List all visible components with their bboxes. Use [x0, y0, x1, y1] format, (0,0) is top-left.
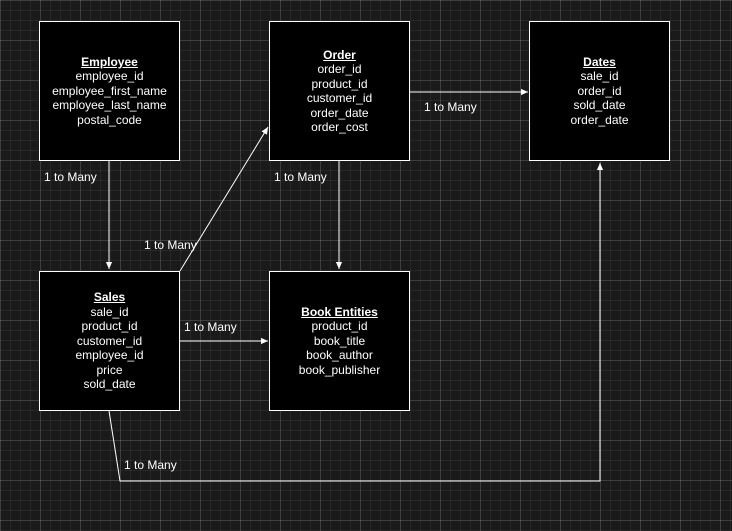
entity-field: postal_code — [77, 112, 142, 127]
entity-field: book_title — [313, 333, 366, 348]
entity-field: employee_last_name — [52, 98, 167, 113]
label-sales-book-entities: 1 to Many — [184, 320, 237, 334]
entity-field: price — [96, 362, 123, 377]
entity-employee-title: Employee — [81, 54, 138, 69]
entity-field: order_cost — [311, 120, 368, 134]
entity-field: sold_date — [83, 377, 136, 392]
entity-dates[interactable]: Dates sale_id order_id sold_date order_d… — [529, 21, 670, 161]
entity-dates-title: Dates — [583, 54, 616, 69]
entity-book-entities[interactable]: Book Entities product_id book_title book… — [269, 271, 410, 411]
entity-field: order_date — [570, 112, 629, 127]
label-employee-sales: 1 to Many — [44, 170, 97, 184]
label-order-book-entities: 1 to Many — [274, 170, 327, 184]
entity-field: book_author — [306, 348, 373, 363]
label-order-dates: 1 to Many — [424, 100, 477, 114]
label-sales-dates: 1 to Many — [124, 458, 177, 472]
entity-order-title: Order — [323, 47, 356, 62]
entity-field: order_id — [317, 62, 362, 76]
label-sales-order: 1 to Many — [144, 238, 197, 252]
entity-field: product_id — [311, 76, 368, 91]
entity-field: order_date — [310, 105, 369, 120]
entity-field: product_id — [311, 319, 368, 334]
entity-book-entities-title: Book Entities — [301, 304, 378, 319]
entity-field: employee_first_name — [52, 83, 167, 98]
entity-field: customer_id — [76, 333, 143, 348]
entity-sales-title: Sales — [93, 290, 126, 305]
entity-field: order_id — [577, 83, 622, 98]
entity-field: sale_id — [580, 69, 619, 84]
entity-field: customer_id — [306, 91, 373, 105]
entity-sales[interactable]: Sales sale_id product_id customer_id emp… — [39, 271, 180, 411]
entity-field: employee_id — [75, 348, 144, 363]
entity-field: sale_id — [90, 304, 129, 319]
entity-field: sold_date — [573, 98, 626, 113]
entity-field: employee_id — [75, 69, 144, 84]
entity-field: book_publisher — [298, 362, 381, 377]
entity-order[interactable]: Order order_id product_id customer_id or… — [269, 21, 410, 161]
entity-field: product_id — [81, 319, 138, 334]
entity-employee[interactable]: Employee employee_id employee_first_name… — [39, 21, 180, 161]
edge-sales-to-order[interactable] — [179, 126, 269, 272]
edge-sales-to-dates[interactable] — [108, 163, 604, 482]
